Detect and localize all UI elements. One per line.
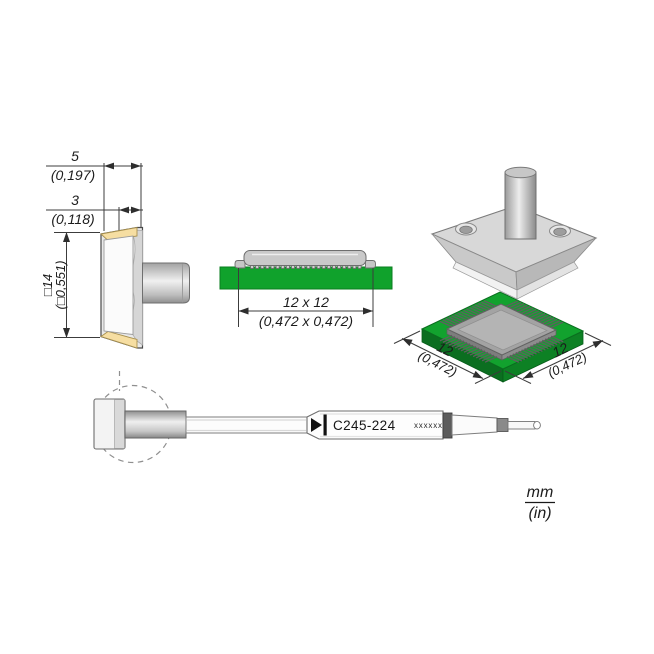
dim-width: 5 (0,197) [46, 148, 143, 231]
dim-footprint: 12 x 12 (0,472 x 0,472) [238, 268, 374, 329]
tip-side-profile [100, 226, 190, 349]
tip-cylinder-iso [504, 171, 537, 240]
cartridge-handle [306, 410, 444, 440]
mounting-hole-right-bore [553, 227, 567, 236]
gold-edge-bottom [100, 331, 138, 349]
qfp-leads-back [439, 300, 564, 329]
tip-front-face [103, 235, 134, 336]
iso-dim-left-mm: 12 [434, 338, 455, 359]
tip-shaft [142, 262, 190, 304]
cartridge-neck [124, 410, 187, 439]
qfp-chip-iso-top [457, 309, 548, 351]
cartridge-rod-end [533, 420, 541, 430]
units-in: (in) [528, 505, 551, 522]
dim-depth-in: (0,118) [51, 211, 94, 227]
cartridge-segment [496, 418, 509, 432]
tip-rim-band-right [516, 261, 579, 300]
side-view: 5 (0,197) 3 (0,118) □14 (□0,551) [40, 148, 190, 349]
iso-dim-right-mm: 12 [550, 339, 571, 360]
units-mm: mm [527, 484, 554, 501]
qfp-chip-side [243, 250, 367, 266]
dim-height-mm: □14 [40, 274, 55, 296]
orientation-marker-bar [323, 414, 327, 436]
cartridge-tip-head-side [114, 399, 125, 449]
qfp-leads-front [439, 334, 564, 363]
dim-width-in: (0,197) [51, 167, 95, 183]
pcb-top-view [219, 266, 393, 290]
dim-height: □14 (□0,551) [40, 232, 100, 338]
dim-depth-mm: 3 [71, 192, 79, 208]
cartridge-mid-section [451, 414, 498, 436]
dim-width-mm: 5 [71, 148, 79, 164]
top-view: 12 x 12 (0,472 x 0,472) [219, 250, 393, 329]
dim-depth: 3 (0,118) [46, 192, 143, 243]
orientation-marker [311, 418, 322, 432]
footprint-dim-mm: 12 x 12 [283, 294, 329, 310]
footprint-dim-in: (0,472 x 0,472) [259, 313, 353, 329]
cartridge-serial: xxxxxx [414, 421, 443, 430]
tip-cylinder-top [504, 166, 537, 179]
dim-height-in: (□0,551) [53, 260, 68, 309]
cartridge-view: C245-224 xxxxxx [93, 371, 541, 464]
units-note: mm (in) [525, 484, 555, 522]
mounting-hole-left-bore [459, 225, 473, 234]
cartridge-rod [507, 421, 536, 430]
iso-view: 12 (0,472) 12 (0,472) [393, 166, 612, 384]
qfp-lead-left [234, 260, 246, 269]
qfp-lead-right [365, 260, 376, 269]
cartridge-model: C245-224 [333, 418, 396, 433]
cartridge-band [442, 412, 453, 439]
